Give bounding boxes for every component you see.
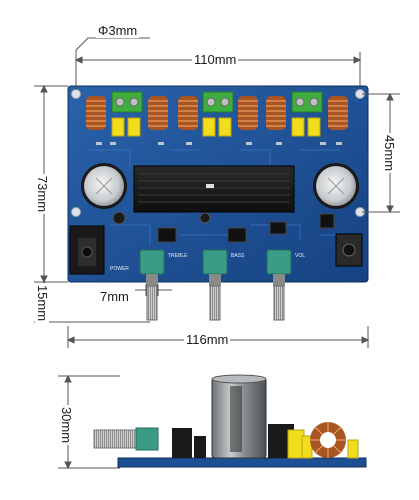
small-capacitor bbox=[199, 212, 211, 224]
film-capacitor bbox=[307, 117, 321, 137]
power-jack bbox=[69, 225, 105, 275]
ic-chip bbox=[319, 213, 335, 229]
coil-inductor bbox=[178, 96, 198, 130]
mount-height-label: 45mm bbox=[382, 132, 398, 174]
side-height-label: 30mm bbox=[59, 404, 75, 446]
power-silk-label: POWER bbox=[110, 266, 129, 272]
film-capacitor bbox=[218, 117, 232, 137]
board-width-label: 110mm bbox=[192, 52, 239, 67]
board-top-view bbox=[67, 85, 369, 321]
side-electrolytic-capacitor bbox=[211, 374, 267, 459]
treble-silk-label: TREBLE bbox=[168, 253, 188, 259]
side-film-capacitor bbox=[347, 439, 359, 459]
electrolytic-capacitor-right bbox=[313, 163, 359, 209]
coil-inductor bbox=[266, 96, 286, 130]
small-capacitor bbox=[112, 211, 126, 225]
channel-center bbox=[178, 91, 258, 137]
electrolytic-capacitor-left bbox=[81, 163, 127, 209]
vol-silk-label: VOL bbox=[295, 253, 306, 259]
treble-knob bbox=[139, 249, 165, 321]
side-coil bbox=[310, 422, 346, 458]
mounting-hole bbox=[71, 207, 81, 217]
film-capacitor bbox=[127, 117, 141, 137]
audio-jack bbox=[335, 233, 363, 267]
screw-terminal bbox=[291, 91, 323, 113]
ic-chip bbox=[157, 227, 177, 243]
screw-terminal bbox=[202, 91, 234, 113]
bass-silk-label: BASS bbox=[231, 253, 245, 259]
coil-inductor bbox=[86, 96, 106, 130]
coil-inductor bbox=[328, 96, 348, 130]
film-capacitor bbox=[202, 117, 216, 137]
heatsink bbox=[133, 165, 295, 213]
film-capacitor bbox=[111, 117, 125, 137]
mounting-hole bbox=[71, 89, 81, 99]
coil-inductor bbox=[238, 96, 258, 130]
channel-right bbox=[266, 91, 348, 137]
board-height-label: 73mm bbox=[35, 173, 51, 215]
ic-chip bbox=[269, 221, 287, 235]
knob-spacing-label: 7mm bbox=[98, 289, 131, 304]
side-pcb bbox=[117, 457, 367, 468]
hole-diameter-label: Φ3mm bbox=[96, 23, 140, 38]
side-capacitor-small bbox=[172, 428, 192, 458]
film-capacitor bbox=[291, 117, 305, 137]
channel-left bbox=[86, 91, 168, 137]
side-capacitor-small bbox=[194, 436, 206, 458]
board-side-view bbox=[93, 374, 367, 468]
coil-inductor bbox=[148, 96, 168, 130]
bass-knob bbox=[202, 249, 228, 321]
side-knob bbox=[93, 427, 159, 451]
knob-height-label: 15mm bbox=[35, 282, 51, 324]
screw-terminal bbox=[111, 91, 143, 113]
total-width-label: 116mm bbox=[184, 332, 231, 347]
volume-knob bbox=[266, 249, 292, 321]
ic-chip bbox=[227, 227, 247, 243]
